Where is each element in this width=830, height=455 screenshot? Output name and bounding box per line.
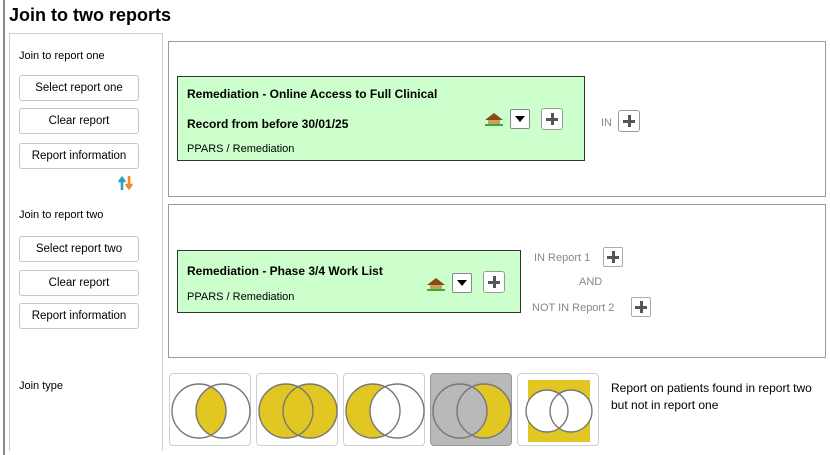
report-one-path: PPARS / Remediation: [187, 143, 295, 155]
left-panel: [9, 33, 163, 451]
report-one-label: Join to report one: [19, 50, 105, 62]
report-two-title: Remediation - Phase 3/4 Work List: [187, 264, 383, 278]
join-type-union[interactable]: [256, 373, 338, 446]
in-add-plus-icon[interactable]: [618, 110, 640, 132]
report-two-information-button[interactable]: Report information: [19, 303, 139, 329]
page-title: Join to two reports: [9, 5, 171, 25]
clear-report-two-button[interactable]: Clear report: [19, 270, 139, 296]
hut-icon: [485, 113, 503, 126]
left-border-line: [3, 0, 5, 455]
clear-report-one-button[interactable]: Clear report: [19, 108, 139, 134]
in-label: IN: [601, 117, 612, 129]
join-type-report-one-only[interactable]: [343, 373, 425, 446]
report-two-label: Join to report two: [19, 209, 104, 221]
join-type-intersection[interactable]: [169, 373, 251, 446]
in-report1-label: IN Report 1: [534, 252, 591, 264]
select-report-two-button[interactable]: Select report two: [19, 236, 139, 262]
report-two-path: PPARS / Remediation: [187, 291, 295, 303]
report-two-card[interactable]: Remediation - Phase 3/4 Work List PPARS …: [177, 250, 521, 313]
join-type-report-two-only[interactable]: [430, 373, 512, 446]
select-report-one-button[interactable]: Select report one: [19, 75, 139, 101]
in-report1-plus-icon[interactable]: [603, 247, 623, 267]
report-two-add-plus-icon[interactable]: [483, 271, 505, 293]
report-one-add-plus-icon[interactable]: [541, 108, 563, 130]
report-two-box: Remediation - Phase 3/4 Work List PPARS …: [168, 204, 826, 358]
not-in-report2-plus-icon[interactable]: [631, 297, 651, 317]
hut-icon: [427, 278, 445, 291]
report-one-information-button[interactable]: Report information: [19, 143, 139, 169]
join-type-description: Report on patients found in report two b…: [611, 381, 812, 412]
report-one-dropdown-arrow-icon[interactable]: [510, 109, 530, 129]
report-one-title-line2: Record from before 30/01/25: [187, 117, 349, 131]
and-label: AND: [579, 276, 603, 288]
swap-arrows-icon[interactable]: [116, 174, 136, 192]
report-two-dropdown-arrow-icon[interactable]: [452, 273, 472, 293]
not-in-report2-label: NOT IN Report 2: [532, 302, 615, 314]
join-type-label: Join type: [19, 380, 64, 392]
report-one-box: Remediation - Online Access to Full Clin…: [168, 41, 826, 197]
report-one-title-line1: Remediation - Online Access to Full Clin…: [187, 87, 438, 101]
join-type-outside-both[interactable]: [517, 373, 599, 446]
report-one-card[interactable]: Remediation - Online Access to Full Clin…: [177, 76, 585, 161]
